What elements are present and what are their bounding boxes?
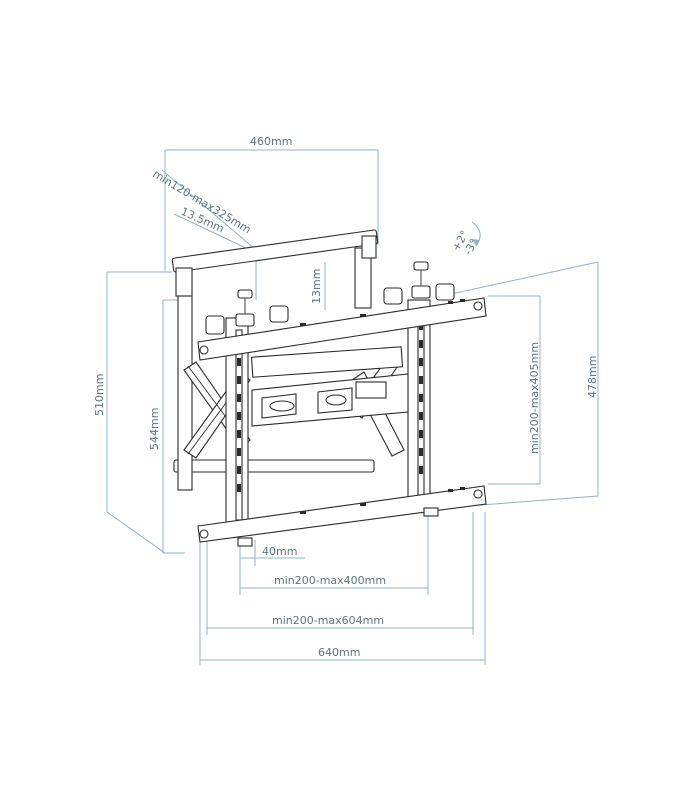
label-height-13: 13mm bbox=[310, 269, 323, 304]
knob-left bbox=[235, 289, 255, 327]
bottom-bar bbox=[197, 485, 487, 547]
vertical-rails bbox=[225, 299, 431, 527]
label-vesa-vertical: min200-max405mm bbox=[528, 342, 541, 454]
label-height-left-inner: 544mm bbox=[148, 408, 161, 450]
clamp-left bbox=[205, 305, 289, 335]
label-width-bottom: 640mm bbox=[318, 646, 360, 659]
label-rail-range: min200-max604mm bbox=[272, 614, 384, 627]
knob-right bbox=[411, 261, 431, 299]
rail-holes-right bbox=[419, 322, 423, 474]
label-width-top: 460mm bbox=[250, 135, 292, 148]
label-vesa-horizontal: min200-max400mm bbox=[274, 574, 386, 587]
label-offset-40: 40mm bbox=[262, 545, 297, 558]
center-bracket bbox=[250, 346, 409, 427]
clamp-right bbox=[383, 283, 455, 305]
label-height-right: 478mm bbox=[586, 356, 599, 398]
adjustment-knobs bbox=[205, 261, 455, 335]
tilt-arrow-icon bbox=[471, 221, 481, 247]
label-height-left-outer: 510mm bbox=[93, 374, 106, 416]
rail-holes-left bbox=[237, 340, 241, 492]
top-bar bbox=[197, 297, 487, 361]
wall-plate bbox=[171, 229, 379, 491]
